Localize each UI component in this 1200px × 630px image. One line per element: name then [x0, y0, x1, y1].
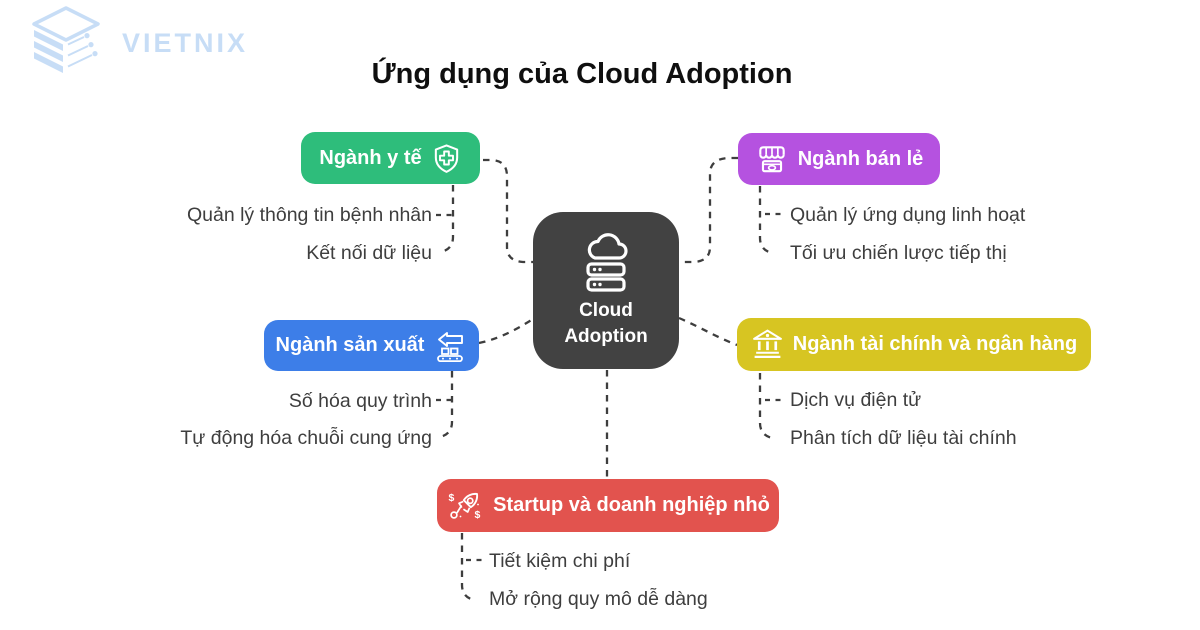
branch-node-healthcare: Ngành y tế: [301, 132, 480, 184]
rocket-dollar-icon: $ $: [446, 488, 484, 524]
branch-node-retail: Ngành bán lẻ: [738, 133, 940, 185]
branch-label-startup: Startup và doanh nghiệp nhỏ: [493, 494, 770, 516]
branch-label-healthcare: Ngành y tế: [319, 146, 422, 169]
leaf-healthcare-1: Quản lý thông tin bệnh nhân: [186, 204, 432, 226]
stacked-layers-icon: [32, 6, 100, 73]
logo-wordmark: VIETNIX: [122, 27, 249, 58]
branch-node-finance: Ngành tài chính và ngân hàng: [737, 318, 1091, 371]
svg-text:$: $: [449, 492, 455, 504]
branch-label-finance: Ngành tài chính và ngân hàng: [792, 333, 1078, 355]
center-node-label: Cloud Adoption: [564, 300, 648, 347]
cloud-server-icon: [586, 233, 628, 292]
leaf-finance-1: Dịch vụ điện tử: [790, 389, 922, 411]
leaf-startup-1: Tiết kiệm chi phí: [489, 550, 631, 572]
leaf-finance-2: Phân tích dữ liệu tài chính: [790, 427, 1017, 449]
branch-label-manufacturing: Ngành sản xuất: [275, 334, 425, 356]
leaf-healthcare-2: Kết nối dữ liệu: [306, 242, 432, 264]
leaf-manufacturing-1: Số hóa quy trình: [288, 390, 432, 412]
bank-icon: [751, 328, 784, 361]
storefront-icon: [755, 142, 789, 176]
leaf-retail-1: Quản lý ứng dụng linh hoạt: [790, 204, 1026, 226]
leaf-startup-2: Mở rộng quy mô dễ dàng: [489, 588, 708, 610]
branch-node-startup: $ $ Startup và doanh nghiệp nhỏ: [437, 479, 779, 532]
branch-node-manufacturing: Ngành sản xuất: [264, 320, 479, 371]
leaf-retail-2: Tối ưu chiến lược tiếp thị: [790, 242, 1007, 264]
center-node-cloud-adoption: Cloud Adoption: [533, 212, 679, 369]
shield-cross-icon: [431, 143, 462, 174]
branch-label-retail: Ngành bán lẻ: [797, 147, 924, 170]
svg-text:$: $: [475, 509, 481, 521]
leaf-manufacturing-2: Tự động hóa chuỗi cung ứng: [180, 427, 432, 449]
conveyor-icon: [433, 330, 467, 362]
page-title: Ứng dụng của Cloud Adoption: [371, 58, 793, 90]
vietnix-logo: VIETNIX: [26, 6, 248, 74]
